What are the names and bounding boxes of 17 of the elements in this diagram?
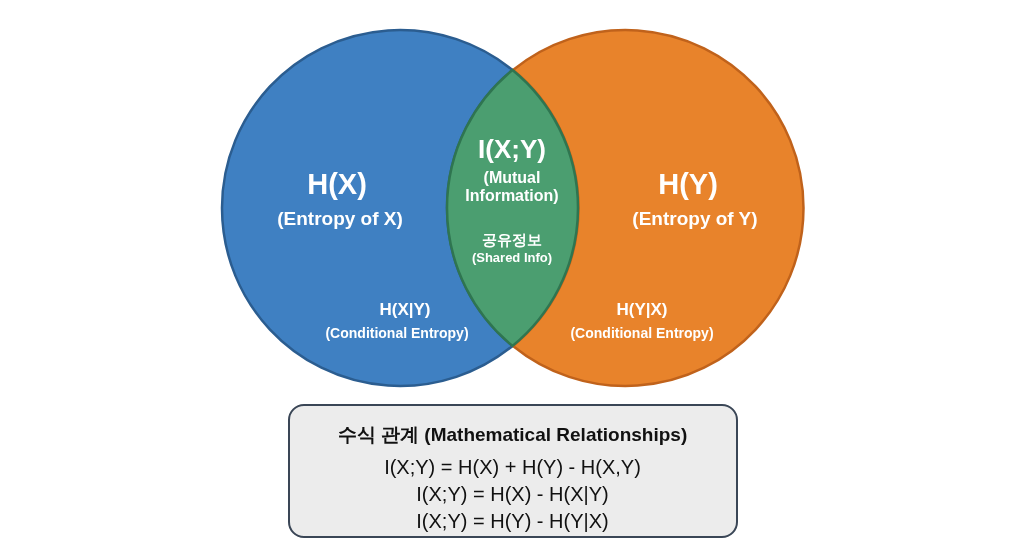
entropy-symbol: H(Y) — [658, 168, 718, 202]
conditional-entropy-symbol: H(Y|X) — [616, 300, 668, 320]
mutual-information-symbol: I(X;Y) — [478, 135, 546, 165]
entropy-symbol: H(X) — [307, 168, 367, 202]
conditional-entropy-symbol: H(X|Y) — [379, 300, 431, 320]
conditional-entropy-description: (Conditional Entropy) — [325, 324, 469, 342]
entropy-description: (Entropy of X) — [277, 208, 403, 230]
mutual-information-description: (Mutual Information) — [464, 168, 560, 206]
formula: I(X;Y) = H(X) + H(Y) - H(X,Y) — [384, 455, 641, 478]
conditional-entropy-description: (Conditional Entropy) — [570, 324, 714, 342]
entropy-description: (Entropy of Y) — [632, 208, 758, 230]
korean-label: 공유정보 — [482, 231, 542, 249]
shared-info-description: (Shared Info) — [471, 250, 553, 266]
formula: I(X;Y) = H(X) - H(X|Y) — [416, 482, 609, 505]
formula: I(X;Y) = H(Y) - H(Y|X) — [416, 509, 609, 532]
box-heading: 수식 관계 (Mathematical Relationships) — [337, 423, 688, 446]
formula-box — [288, 404, 738, 538]
